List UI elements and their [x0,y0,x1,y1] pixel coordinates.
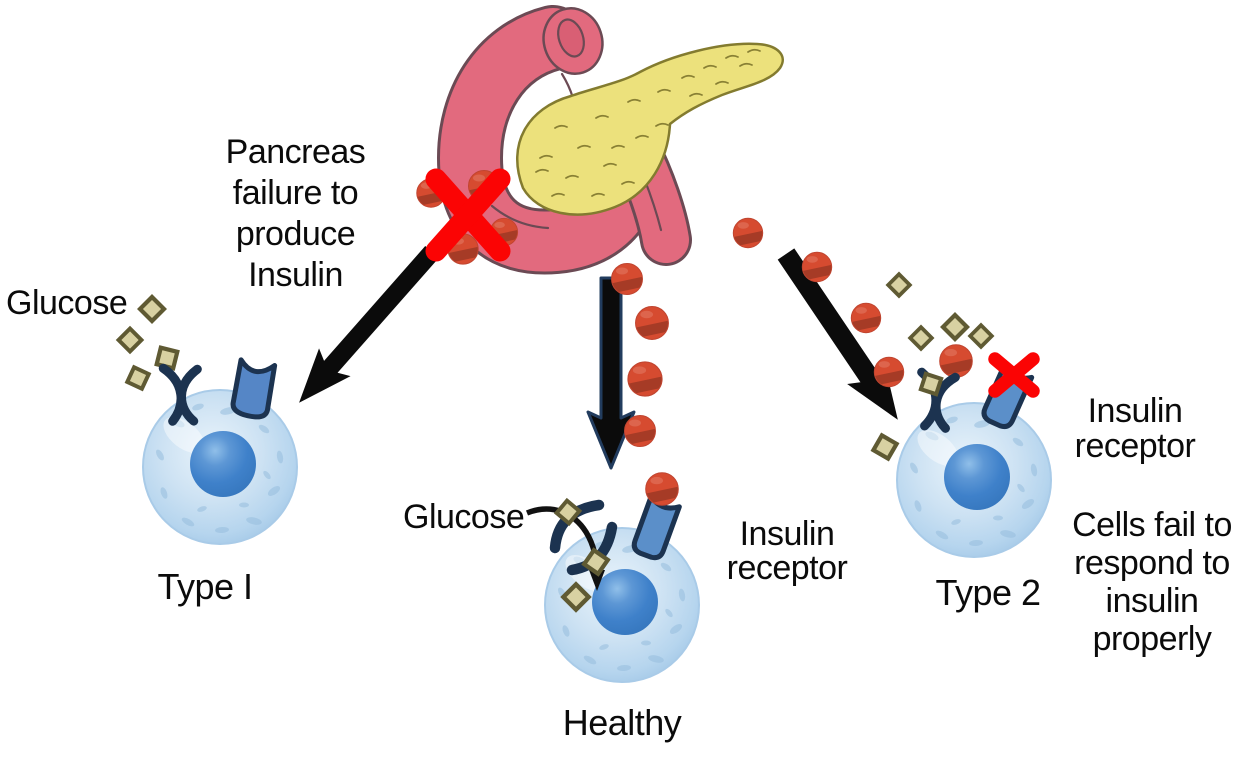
insulin-receptor-label-right: Insulin receptor [1074,392,1196,465]
failure-x-icon [425,168,511,262]
pancreas-failure-label: Pancreas failure to produce Insulin [225,133,366,294]
type1-label: Type I [157,566,253,607]
cell-healthy [544,527,700,683]
arrow-type2-icon [777,248,898,420]
cells-fail-label: Cells fail to respond to insulin properl… [1072,506,1232,658]
pancreas-gland-shape [516,42,784,216]
healthy-label: Healthy [562,702,682,743]
glucose-label-left: Glucose [6,284,128,322]
arrow-healthy-icon [586,276,636,470]
insulin-receptor-label-mid: Insulin receptor [726,515,848,587]
receptor-blocked-x-icon [988,352,1040,398]
cell-type1 [142,389,298,545]
arrow-type1-icon [299,246,439,403]
type2-label: Type 2 [935,572,1041,613]
insulin-bound-dot-icon [645,473,682,506]
glucose-label-mid: Glucose [403,498,525,536]
pancreas-illustration [436,5,784,275]
glucose-stuck-diamond-icon [918,371,944,397]
